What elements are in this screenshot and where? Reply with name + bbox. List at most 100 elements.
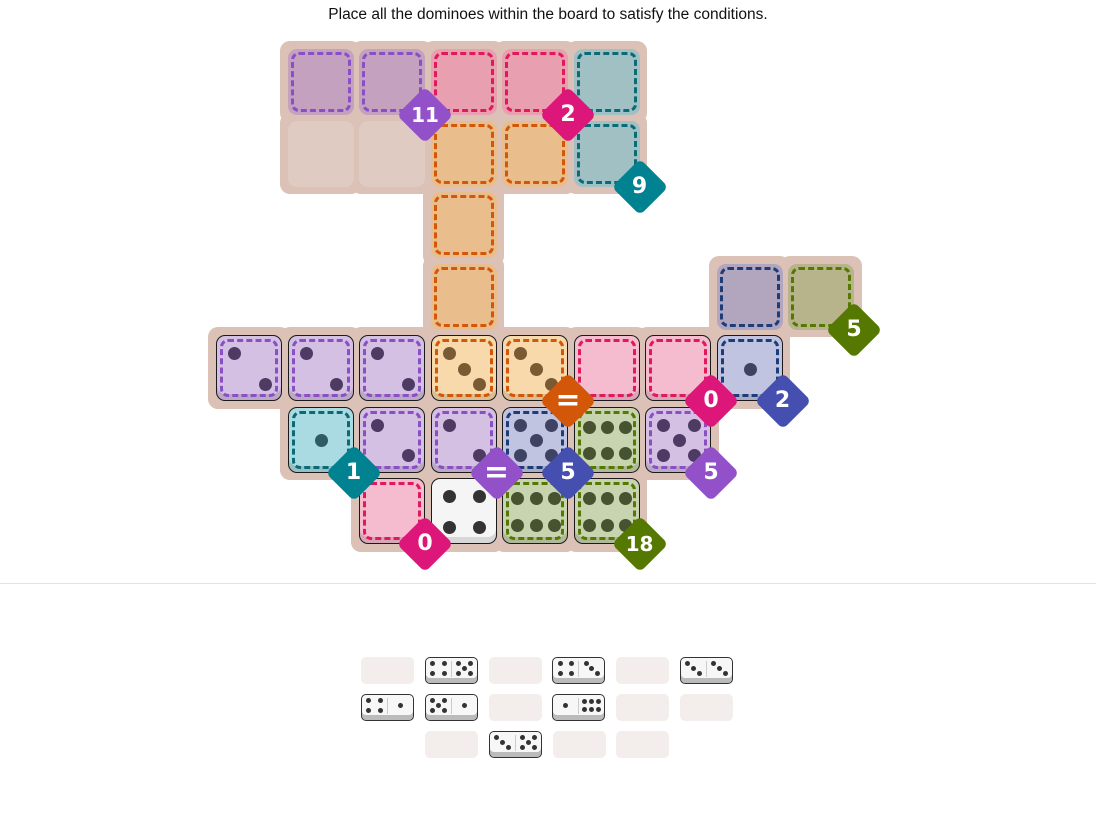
pip: [657, 418, 671, 432]
domino-half: [681, 658, 706, 679]
pip: [228, 347, 242, 361]
pip: [582, 492, 596, 506]
pip: [511, 492, 525, 506]
region-outline: [433, 266, 494, 327]
pip: [529, 518, 543, 532]
pip: [525, 740, 531, 745]
board-cell[interactable]: [287, 49, 354, 115]
tray-domino-1-6[interactable]: [552, 694, 606, 721]
pip: [672, 434, 686, 447]
domino-half: [516, 732, 541, 753]
pip: [520, 735, 526, 741]
pip: [461, 666, 467, 671]
domino-half: [362, 695, 387, 716]
pip: [544, 418, 558, 432]
divider: [0, 583, 1096, 584]
pip: [473, 377, 487, 391]
pip: [582, 420, 596, 434]
tray-domino-5-1[interactable]: [424, 694, 478, 721]
pip: [430, 670, 436, 676]
pip: [458, 362, 471, 376]
pip: [441, 661, 447, 667]
domino-divider: [514, 735, 516, 751]
pip: [442, 347, 456, 361]
pip: [467, 670, 473, 676]
pip: [711, 661, 717, 667]
pip: [467, 661, 473, 667]
pip: [531, 744, 537, 750]
pip: [691, 666, 696, 671]
pip: [582, 447, 596, 461]
pip: [514, 418, 528, 432]
domino-half: [707, 658, 732, 679]
pip: [589, 666, 595, 671]
empty-tray-slot: [488, 657, 542, 684]
board-cell[interactable]: [716, 263, 783, 330]
board-cell[interactable]: [430, 192, 497, 258]
tray-domino-4-5[interactable]: [424, 657, 478, 684]
pip: [499, 740, 505, 745]
pip: [366, 698, 372, 704]
domino-divider: [450, 698, 452, 714]
pip: [330, 377, 344, 391]
domino-half: [452, 695, 477, 716]
condition-label: 0: [703, 388, 719, 413]
pip: [514, 347, 528, 361]
pip: [473, 490, 487, 504]
empty-tray-slot: [680, 694, 733, 721]
condition-label: 1: [345, 459, 362, 485]
instructions-text: Place all the dominoes within the board …: [328, 6, 768, 23]
condition-label: 9: [631, 173, 648, 199]
pip: [401, 449, 415, 463]
domino-half: [553, 695, 578, 716]
board-cell[interactable]: [287, 120, 354, 187]
pip: [595, 670, 601, 676]
pip: [601, 447, 614, 461]
placed-domino-half[interactable]: [359, 335, 425, 401]
pip: [398, 703, 403, 708]
placed-domino-half[interactable]: [430, 335, 497, 401]
condition-label: 5: [846, 316, 862, 342]
pip: [435, 703, 441, 708]
empty-tray-slot: [488, 694, 542, 721]
tray-domino-4-1[interactable]: [361, 694, 414, 721]
domino-half: [553, 658, 578, 679]
pip: [722, 670, 728, 676]
pip: [442, 520, 456, 534]
pip: [299, 347, 313, 361]
tray-domino-4-3[interactable]: [552, 657, 606, 684]
condition-label: =: [555, 383, 581, 418]
pip: [529, 362, 543, 376]
condition-label: 11: [411, 103, 439, 127]
domino-half: [579, 695, 604, 716]
placed-domino-half[interactable]: [216, 335, 282, 401]
region-outline: [290, 52, 351, 112]
board-cell[interactable]: [430, 263, 497, 330]
pip: [430, 707, 436, 713]
pip: [557, 661, 563, 667]
pip: [563, 703, 569, 708]
tray-domino-3-3[interactable]: [680, 657, 733, 684]
pip: [569, 661, 575, 667]
condition-label: 2: [774, 388, 791, 413]
pip: [511, 518, 525, 532]
placed-domino-half[interactable]: [287, 335, 354, 401]
pip: [717, 666, 722, 671]
pip: [529, 434, 543, 447]
empty-tray-slot: [616, 694, 670, 721]
pip: [596, 707, 602, 713]
pip: [401, 377, 415, 391]
pip: [582, 518, 596, 532]
region-outline: [719, 266, 780, 327]
pip: [619, 492, 633, 506]
domino-divider: [706, 661, 707, 677]
pip: [582, 707, 588, 713]
pip: [505, 744, 511, 750]
tray-domino-3-5[interactable]: [488, 731, 542, 758]
pip: [520, 744, 526, 750]
condition-label: 5: [560, 459, 576, 485]
condition-label: 5: [703, 459, 719, 485]
pip: [315, 434, 328, 447]
pip: [441, 670, 447, 676]
